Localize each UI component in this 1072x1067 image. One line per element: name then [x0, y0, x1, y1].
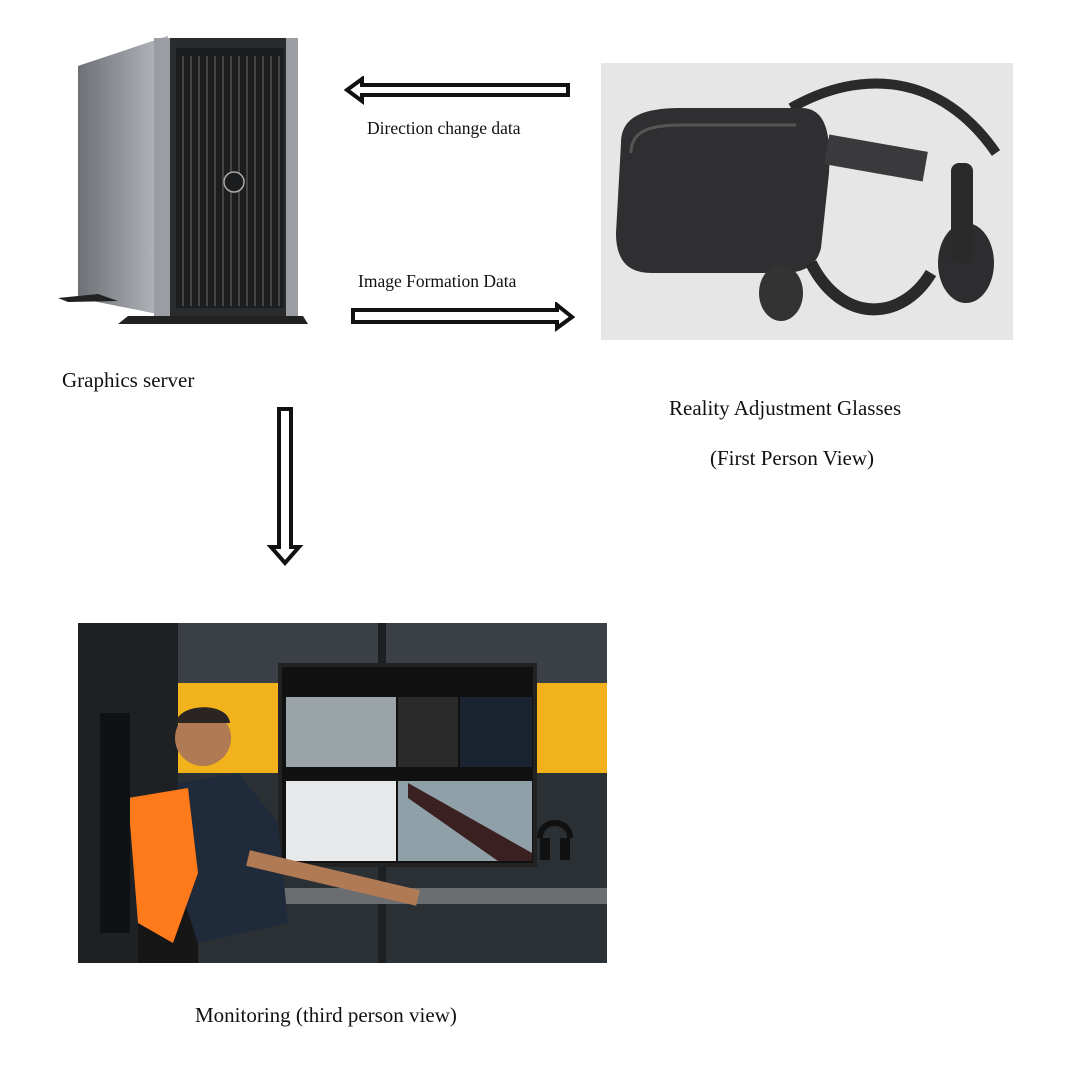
glasses-label-line1: Reality Adjustment Glasses: [669, 396, 902, 420]
direction-change-label: Direction change data: [367, 118, 521, 138]
vr-headset-image: [601, 63, 1013, 340]
monitoring-station-photo: [78, 623, 607, 963]
monitoring-label: Monitoring (third person view): [195, 1003, 457, 1027]
arrow-server-to-glasses: [351, 302, 576, 332]
server-tower-image: [58, 36, 308, 324]
arrow-server-to-monitoring: [266, 407, 304, 567]
arrow-glasses-to-server: [344, 76, 570, 105]
image-formation-label: Image Formation Data: [358, 271, 517, 291]
glasses-label-line2: (First Person View): [710, 446, 875, 470]
graphics-server-label: Graphics server: [62, 368, 195, 392]
